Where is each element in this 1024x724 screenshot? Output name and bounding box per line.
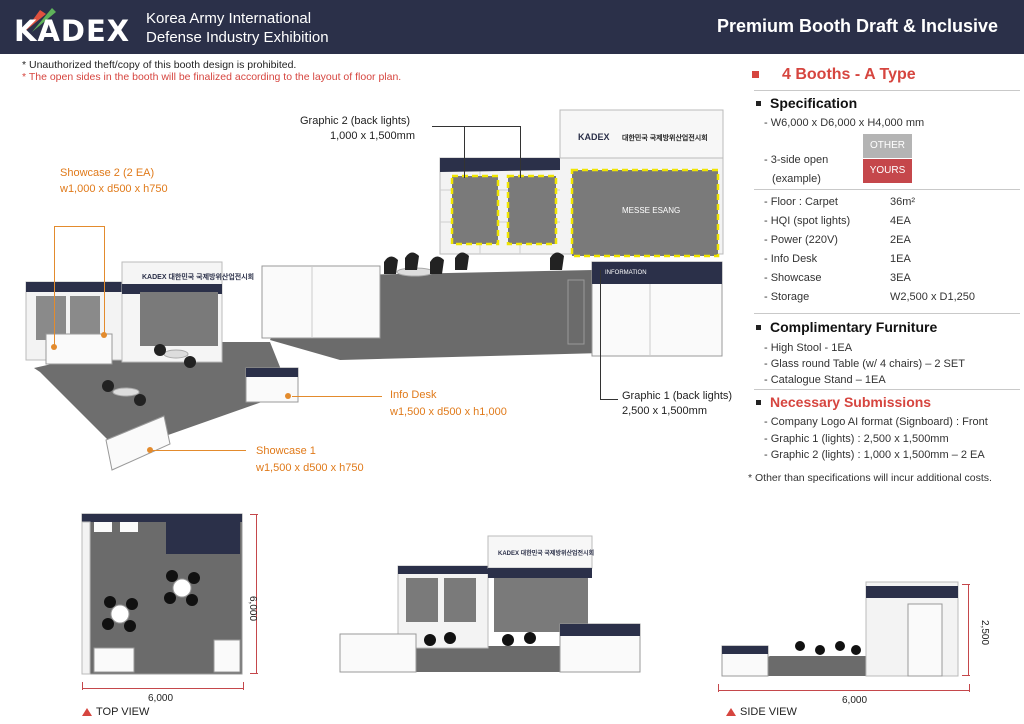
side-view-width: 6,000 [842, 695, 868, 706]
furniture-item-0: - High Stool - 1EA [764, 342, 853, 354]
spec-row-4-value: 3EA [890, 272, 911, 284]
badge-other: OTHER [863, 134, 912, 158]
furniture-bullet-icon [756, 325, 761, 330]
top-view-width: 6,000 [148, 693, 174, 704]
logo-text: KADEX [14, 14, 131, 48]
submissions-bullet-icon [756, 400, 761, 405]
top-view-arrow-icon [82, 708, 92, 716]
open-line-1: - 3-side open [764, 154, 829, 166]
furniture-heading: Complimentary Furniture [770, 319, 938, 335]
page-title: Premium Booth Draft & Inclusive [716, 16, 998, 36]
note-open-sides: * The open sides in the booth will be fi… [22, 71, 402, 83]
furniture-item-1: - Glass round Table (w/ 4 chairs) – 2 SE… [764, 358, 965, 370]
spec-row-2-label: - Power (220V) [764, 234, 838, 246]
callout-graphic1-title: Graphic 1 (back lights) [622, 390, 733, 402]
title-bullet-icon [752, 71, 759, 78]
logo-swoosh-icon [24, 8, 56, 32]
submissions-heading: Necessary Submissions [770, 394, 932, 410]
fascia-brand-left: KADEX 대한민국 국제방위산업전시회 [142, 274, 255, 281]
side-view-label: SIDE VIEW [740, 706, 797, 718]
submission-item-2: - Graphic 2 (lights) : 1,000 x 1,500mm –… [764, 449, 985, 461]
callout-graphic2-size: 1,000 x 1,500mm [330, 130, 415, 142]
side-view-height: 2,500 [979, 620, 990, 646]
spec-row-0-label: - Floor : Carpet [764, 196, 838, 208]
graphic-brand-main: MESSE ESANG [622, 206, 681, 215]
callout-showcase1-title: Showcase 1 [256, 445, 316, 457]
spec-heading: Specification [770, 95, 858, 111]
fascia-brand-main: KADEX [578, 132, 610, 142]
submission-item-0: - Company Logo AI format (Signboard) : F… [764, 416, 988, 428]
top-view-label: TOP VIEW [96, 706, 150, 718]
header-subtitle-1: Korea Army International [146, 10, 312, 27]
callout-infodesk-title: Info Desk [390, 389, 437, 401]
spec-row-0-value: 36m² [890, 196, 916, 208]
spec-row-3-label: - Info Desk [764, 253, 818, 265]
callout-showcase2-title: Showcase 2 (2 EA) [60, 167, 155, 179]
fascia-korean-main: 대한민국 국제방위산업전시회 [622, 135, 708, 142]
spec-row-3-value: 1EA [890, 253, 911, 265]
note-copyright: * Unauthorized theft/copy of this booth … [22, 59, 297, 71]
spec-row-5-label: - Storage [764, 291, 810, 303]
spec-row-1-label: - HQI (spot lights) [764, 215, 851, 227]
open-line-2: (example) [772, 173, 821, 185]
furniture-item-2: - Catalogue Stand – 1EA [764, 374, 886, 386]
info-label-main: INFORMATION [605, 270, 647, 276]
spec-row-4-label: - Showcase [764, 272, 822, 284]
spec-row-1-value: 4EA [890, 215, 911, 227]
submission-item-1: - Graphic 1 (lights) : 2,500 x 1,500mm [764, 433, 949, 445]
callout-graphic1-size: 2,500 x 1,500mm [622, 405, 707, 417]
spec-size: - W6,000 x D6,000 x H4,000 mm [764, 117, 925, 129]
panel-title: 4 Booths - A Type [782, 66, 916, 83]
spec-row-2-value: 2EA [890, 234, 911, 246]
panel-footnote: * Other than specifications will incur a… [748, 472, 992, 484]
spec-panel: 4 Booths - A Type Specification - W6,000… [748, 62, 1020, 492]
callout-infodesk-size: w1,500 x d500 x h1,000 [390, 406, 507, 418]
spec-row-5-value: W2,500 x D1,250 [890, 291, 975, 303]
badge-yours: YOURS [863, 159, 912, 183]
side-view-arrow-icon [726, 708, 736, 716]
callout-graphic2-title: Graphic 2 (back lights) [300, 115, 411, 127]
spec-bullet-icon [756, 101, 761, 106]
callout-showcase1-size: w1,500 x d500 x h750 [256, 462, 364, 474]
header-subtitle-2: Defense Industry Exhibition [146, 29, 329, 46]
header-bar [0, 0, 1024, 54]
front-view-fascia: KADEX 대한민국 국제방위산업전시회 [498, 551, 595, 557]
callout-showcase2-size: w1,000 x d500 x h750 [60, 183, 168, 195]
